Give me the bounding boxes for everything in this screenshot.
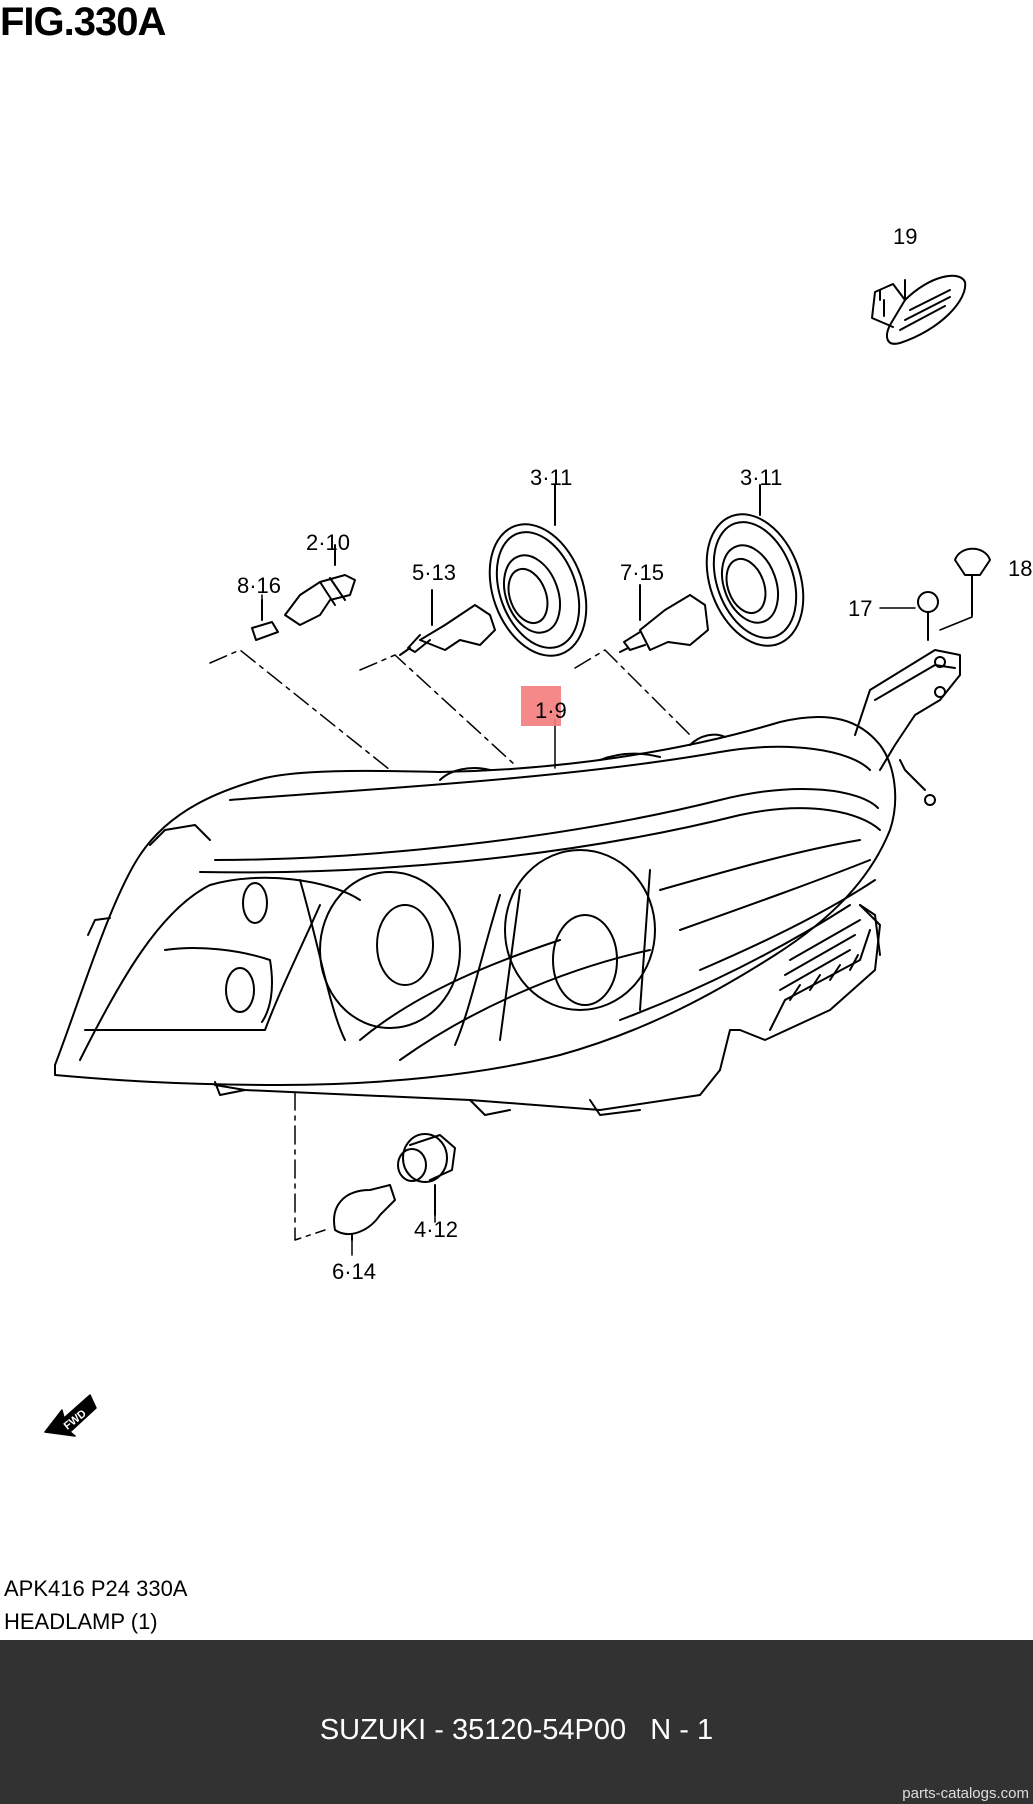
selected-part-highlight [521,686,561,726]
forward-direction-arrow: FWD [44,1394,97,1437]
high-beam-bulb [619,584,709,653]
turn-signal-socket [397,1133,456,1216]
callout-6-14[interactable]: 6·14 [332,1259,376,1284]
screw-17 [917,591,939,641]
bulb-seal-cover-left [488,484,588,657]
position-bulb-socket [284,544,356,626]
callout-3-11-left[interactable]: 3·11 [530,465,572,490]
low-beam-bulb [399,589,496,656]
callout-2-10[interactable]: 2·10 [306,530,350,555]
headlamp-housing [54,649,961,1116]
callout-4-12[interactable]: 4·12 [414,1217,458,1242]
figure-name-caption: HEADLAMP (1) [4,1609,158,1634]
callout-1-9[interactable]: 1·9 [535,698,567,723]
callout-19[interactable]: 19 [893,224,917,249]
turn-signal-bulb [333,1184,396,1241]
leader-lines [209,574,973,1256]
bulb-seal-cover-right [705,484,805,647]
footer-bar: SUZUKI - 35120-54P00 N - 1 parts-catalog… [0,1640,1033,1804]
position-bulb [251,599,279,641]
site-credit: parts-catalogs.com [902,1785,1029,1802]
figure-title: FIG.330A [0,0,166,44]
callout-3-11-right[interactable]: 3·11 [740,465,782,490]
callout-17[interactable]: 17 [848,596,872,621]
headlamp-exploded-diagram: 19 3·11 3·11 2·10 8·16 5·13 7·15 18 17 1… [44,224,1032,1437]
figure-code-caption: APK416 P24 330A [4,1576,188,1601]
callout-7-15[interactable]: 7·15 [620,560,664,585]
callout-18[interactable]: 18 [1008,556,1032,581]
callout-8-16[interactable]: 8·16 [237,573,281,598]
callout-5-13[interactable]: 5·13 [412,560,456,585]
side-marker-lamp [871,274,967,345]
part-number-text: SUZUKI - 35120-54P00 N - 1 [319,1714,714,1746]
